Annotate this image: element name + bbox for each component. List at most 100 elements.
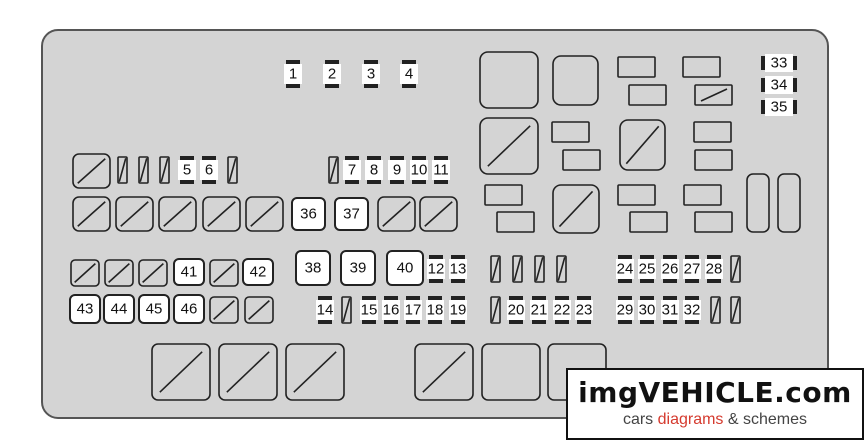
fuse-5-plate [178,160,196,180]
fuse-16-label: 16 [383,302,400,319]
fuse-23-tab-bottom [577,320,591,324]
fuse-slot-slim-c2-diagonal [535,257,544,281]
fuse-23-tab-top [577,296,591,300]
relay-bottom-4 [481,343,541,401]
fuse-32-tab-bottom [685,320,699,324]
fuse-29-plate [616,300,634,320]
relay-36-label: 36 [300,206,317,223]
relay-slot-a1-diagonal [77,158,106,184]
relay-slot-b2-diagonal [163,201,192,227]
fuse-27-plate [683,259,701,279]
fuse-7-label: 7 [348,162,356,179]
tall-slot-1 [746,173,770,233]
fuse-11-tab-bottom [434,180,448,184]
fuse-1-plate [284,64,302,84]
relay-slot-c0-diagonal [74,263,96,283]
fuse-slot-slim-a2-diagonal [160,158,169,182]
fuse-5-tab-top [180,156,194,160]
fuse-24-tab-bottom [618,279,632,283]
fuse-20-tab-bottom [509,320,523,324]
watermark-sub-prefix: cars [622,411,658,428]
relay-slot-b6-diagonal [424,201,453,227]
fuse-33-tab-left [761,56,765,70]
fuse-24-label: 24 [617,261,634,278]
fuse-29-tab-top [618,296,632,300]
fuse-6-tab-top [202,156,216,160]
fuse-slot-slim-b0-diagonal [342,298,351,322]
fuse-35-label: 35 [771,99,788,116]
cartridge-slot-1 [682,56,721,78]
fuse-2-tab-top [325,60,339,64]
watermark-sub-suffix: & schemes [723,411,808,428]
fuse-30-tab-top [640,296,654,300]
fuse-14-tab-top [318,296,332,300]
fuse-25-plate [638,259,656,279]
relay-large-2 [552,55,599,106]
fuse-17-tab-bottom [406,320,420,324]
fuse-26-tab-bottom [663,279,677,283]
fuse-26-label: 26 [662,261,679,278]
fuse-15-tab-bottom [362,320,376,324]
fuse-32-tab-top [685,296,699,300]
watermark-title: imgVEHICLE.com [578,376,852,409]
fuse-12-label: 12 [428,261,445,278]
cartridge-slot-2 [628,84,667,106]
fuse-8-tab-top [367,156,381,160]
fuse-12-plate [427,259,445,279]
fuse-slot-slim-d0-diagonal [491,298,500,322]
fuse-17-label: 17 [405,302,422,319]
fuse-20-tab-top [509,296,523,300]
fuse-24-tab-top [618,255,632,259]
fuse-3-label: 3 [367,66,375,83]
cartridge-slot-11 [629,211,668,233]
fuse-32-plate [683,300,701,320]
relay-large-3-diagonal [487,125,531,167]
fuse-3-plate [362,64,380,84]
relay-slot-b4-diagonal [250,201,279,227]
fuse-slot-slim-c0-diagonal [491,257,500,281]
relay-large-4-diagonal [625,125,660,165]
fuse-15-plate [360,300,378,320]
fuse-25-label: 25 [639,261,656,278]
relay-44 [103,294,135,324]
fuse-18-label: 18 [427,302,444,319]
fuse-21-tab-bottom [532,320,546,324]
fuse-18-tab-top [428,296,442,300]
relay-46-label: 46 [181,301,198,318]
fuse-34-tab-left [761,78,765,92]
relay-slot-b3-diagonal [207,201,236,227]
fuse-33-tab-right [793,56,797,70]
cartridge-slot-9 [496,211,535,233]
relay-37-label: 37 [343,206,360,223]
relay-39-label: 39 [350,260,367,277]
fuse-1-tab-top [286,60,300,64]
fuse-31-label: 31 [662,302,679,319]
relay-slot-c5-diagonal [248,300,270,320]
fuse-slot-slim-e2-diagonal [711,298,720,322]
fuse-34-tab-right [793,78,797,92]
fuse-26-tab-top [663,255,677,259]
fuse-21-plate [530,300,548,320]
fuse-19-plate [449,300,467,320]
cartridge-slot-13 [694,211,733,233]
relay-large-1 [479,51,539,109]
fuse-12-tab-bottom [429,279,443,283]
fuse-29-label: 29 [617,302,634,319]
fuse-15-label: 15 [361,302,378,319]
fuse-25-tab-bottom [640,279,654,283]
relay-38 [295,250,331,286]
relay-45 [138,294,170,324]
relay-39 [340,250,376,286]
fuse-32-label: 32 [684,302,701,319]
cartridge-slot-5 [562,149,601,171]
fuse-33-plate [765,54,793,72]
relay-bottom-1-diagonal [226,351,270,393]
fuse-11-label: 11 [433,162,449,179]
relay-large-5-diagonal [558,190,594,228]
fuse-17-plate [404,300,422,320]
fuse-33-label: 33 [771,55,788,72]
fuse-slot-slim-a3-diagonal [228,158,237,182]
fuse-22-label: 22 [554,302,571,319]
fuse-31-plate [661,300,679,320]
fuse-1-label: 1 [289,66,297,83]
